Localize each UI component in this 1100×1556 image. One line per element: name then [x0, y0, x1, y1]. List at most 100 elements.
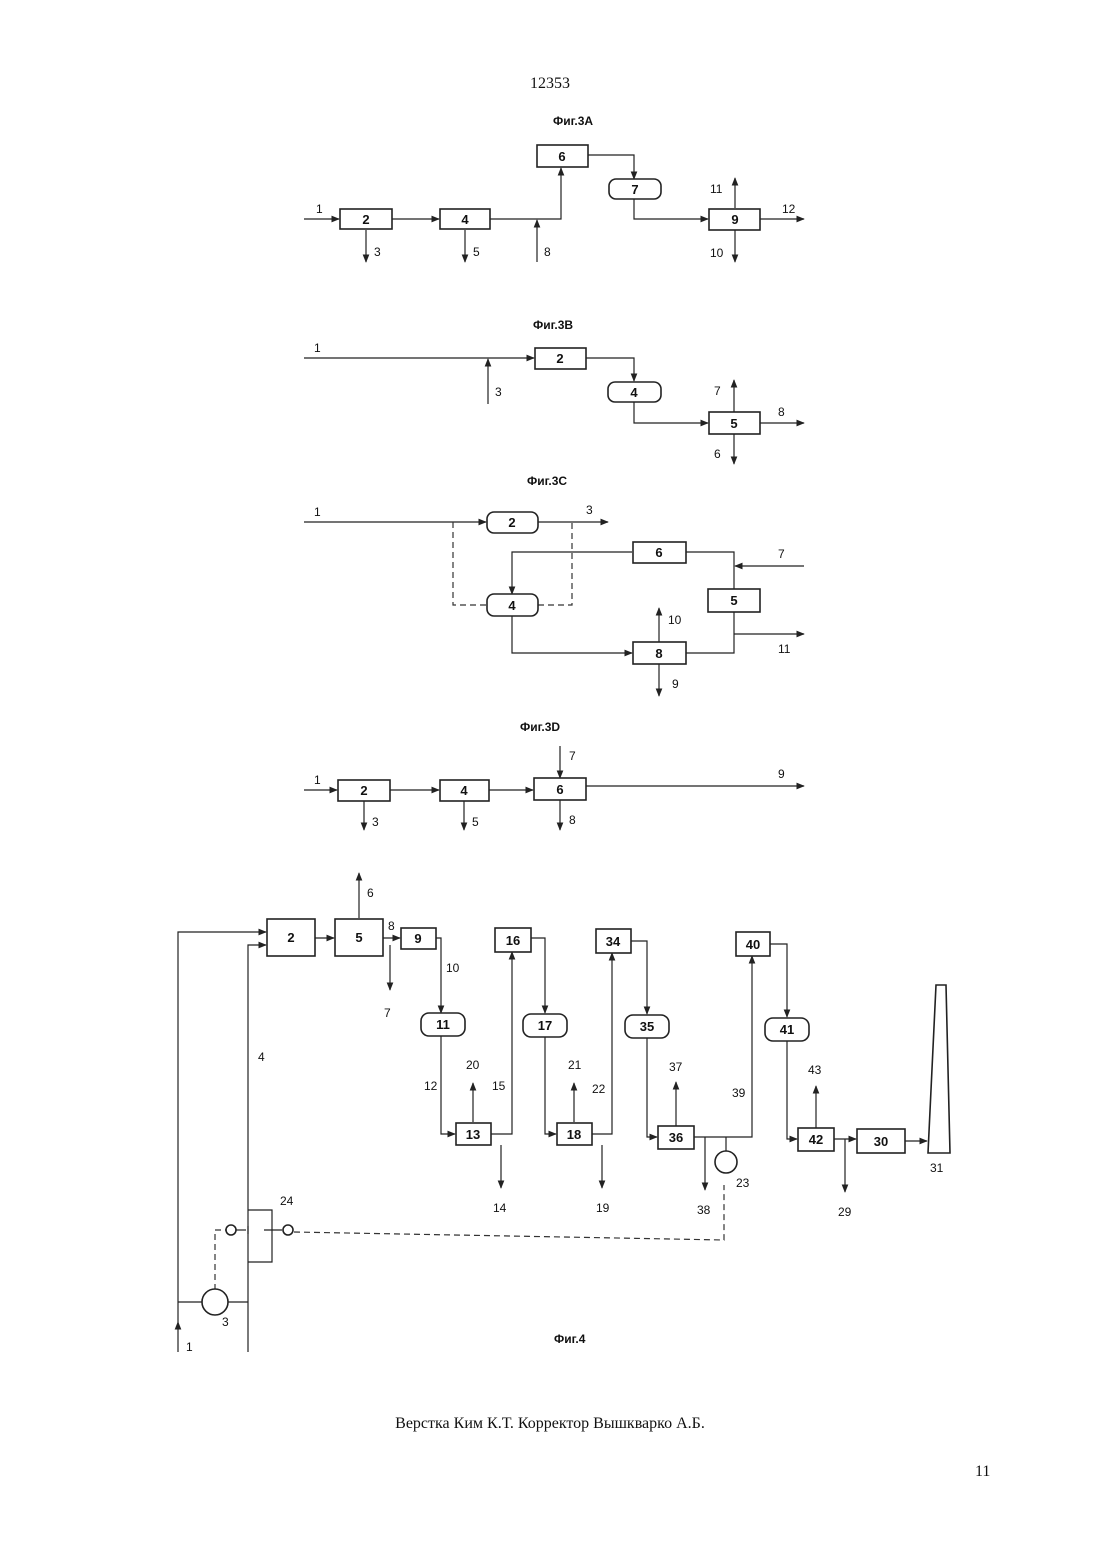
vessel-unit: 35	[625, 1015, 669, 1038]
stream-label: 6	[367, 886, 374, 900]
svg-text:4: 4	[461, 212, 469, 227]
stream-label: 1	[314, 773, 321, 787]
stack-icon: 31	[928, 985, 950, 1175]
figure-3d: Фиг.3D 2 4 6 1 7 9 3 5 8	[304, 720, 804, 830]
stream-label: 7	[569, 749, 576, 763]
stream-label: 11	[710, 182, 723, 196]
svg-text:9: 9	[414, 931, 421, 946]
unit-box: 13	[456, 1123, 491, 1145]
stream-label: 43	[808, 1063, 822, 1077]
svg-text:35: 35	[640, 1019, 654, 1034]
unit-box: 2	[535, 348, 586, 369]
stream-label: 3	[372, 815, 379, 829]
stream-label: 38	[697, 1203, 711, 1217]
unit-box: 9	[709, 209, 760, 230]
figure-4: Фиг.4	[178, 873, 950, 1354]
unit-box: 5	[708, 589, 760, 612]
stream-label: 15	[492, 1079, 506, 1093]
unit-box: 5	[709, 412, 760, 434]
unit-box: 2	[340, 209, 392, 229]
svg-text:16: 16	[506, 933, 520, 948]
figure-3a-title: Фиг.3А	[553, 114, 593, 128]
svg-text:6: 6	[556, 782, 563, 797]
unit-box: 2	[267, 919, 315, 956]
figure-3c: Фиг.3С 2 6 4 5 8 1	[304, 474, 804, 696]
svg-text:2: 2	[508, 515, 515, 530]
stream-label: 14	[493, 1201, 507, 1215]
figure-3c-title: Фиг.3С	[527, 474, 567, 488]
svg-text:2: 2	[360, 783, 367, 798]
svg-text:31: 31	[930, 1161, 944, 1175]
stream-label: 4	[258, 1050, 265, 1064]
vessel-unit: 11	[421, 1013, 465, 1036]
figure-3b-title: Фиг.3В	[533, 318, 573, 332]
unit-box: 5	[335, 919, 383, 956]
svg-text:9: 9	[731, 212, 738, 227]
vessel-unit: 4	[608, 382, 661, 402]
stream-label: 7	[384, 1006, 391, 1020]
stream-label: 10	[446, 961, 460, 975]
svg-text:18: 18	[567, 1127, 581, 1142]
stream-label: 3	[586, 503, 593, 517]
stream-label: 8	[778, 405, 785, 419]
stream-label: 8	[544, 245, 551, 259]
unit-box: 4	[440, 780, 489, 801]
stream-label: 6	[714, 447, 721, 461]
svg-text:4: 4	[630, 385, 638, 400]
unit-box: 30	[857, 1129, 905, 1153]
stream-label: 1	[314, 505, 321, 519]
vessel-unit: 17	[523, 1014, 567, 1037]
figure-3a: Фиг.3А 2 4 6 7 9	[304, 114, 804, 262]
svg-text:13: 13	[466, 1127, 480, 1142]
unit-box: 36	[658, 1126, 694, 1149]
stream-label: 7	[714, 384, 721, 398]
unit-box: 6	[534, 778, 586, 800]
svg-text:2: 2	[287, 930, 294, 945]
unit-box: 34	[596, 929, 631, 953]
stream-label: 24	[280, 1194, 294, 1208]
stream-label: 22	[592, 1082, 606, 1096]
pump-icon: 3	[202, 1289, 229, 1329]
unit-box: 18	[557, 1123, 592, 1145]
figure-3b: Фиг.3В 2 4 5 1 3 7 8 6	[304, 318, 804, 464]
unit-box: 4	[440, 209, 490, 229]
svg-text:23: 23	[736, 1176, 750, 1190]
vessel-unit: 7	[609, 179, 661, 199]
credits-line: Верстка Ким К.Т. Корректор Вышкварко А.Б…	[0, 1415, 1100, 1433]
figure-4-title: Фиг.4	[554, 1332, 586, 1346]
stream-label: 5	[472, 815, 479, 829]
unit-box: 6	[537, 145, 588, 167]
vessel-unit: 4	[487, 594, 538, 616]
svg-text:8: 8	[655, 646, 662, 661]
unit-box: 42	[798, 1128, 834, 1151]
stream-label: 39	[732, 1086, 746, 1100]
svg-text:40: 40	[746, 937, 760, 952]
svg-text:2: 2	[362, 212, 369, 227]
svg-text:41: 41	[780, 1022, 794, 1037]
unit-box: 2	[338, 780, 390, 801]
vessel-unit: 2	[487, 512, 538, 533]
stream-label: 19	[596, 1201, 610, 1215]
stream-label: 7	[778, 547, 785, 561]
stream-label: 1	[314, 341, 321, 355]
stream-label: 9	[778, 767, 785, 781]
stream-label: 11	[778, 642, 791, 656]
svg-text:6: 6	[655, 545, 662, 560]
svg-text:36: 36	[669, 1130, 683, 1145]
pump-icon: 23	[715, 1151, 750, 1190]
svg-text:4: 4	[508, 598, 516, 613]
unit-box: 9	[401, 928, 436, 949]
stream-label: 12	[782, 202, 796, 216]
svg-text:5: 5	[730, 416, 737, 431]
unit-box: 40	[736, 932, 770, 956]
svg-text:5: 5	[730, 593, 737, 608]
stream-label: 21	[568, 1058, 582, 1072]
svg-text:30: 30	[874, 1134, 888, 1149]
stream-label: 8	[569, 813, 576, 827]
svg-text:4: 4	[460, 783, 468, 798]
page-number: 11	[975, 1463, 990, 1481]
stream-label: 1	[186, 1340, 193, 1354]
stream-label: 3	[374, 245, 381, 259]
unit-box: 6	[633, 542, 686, 563]
